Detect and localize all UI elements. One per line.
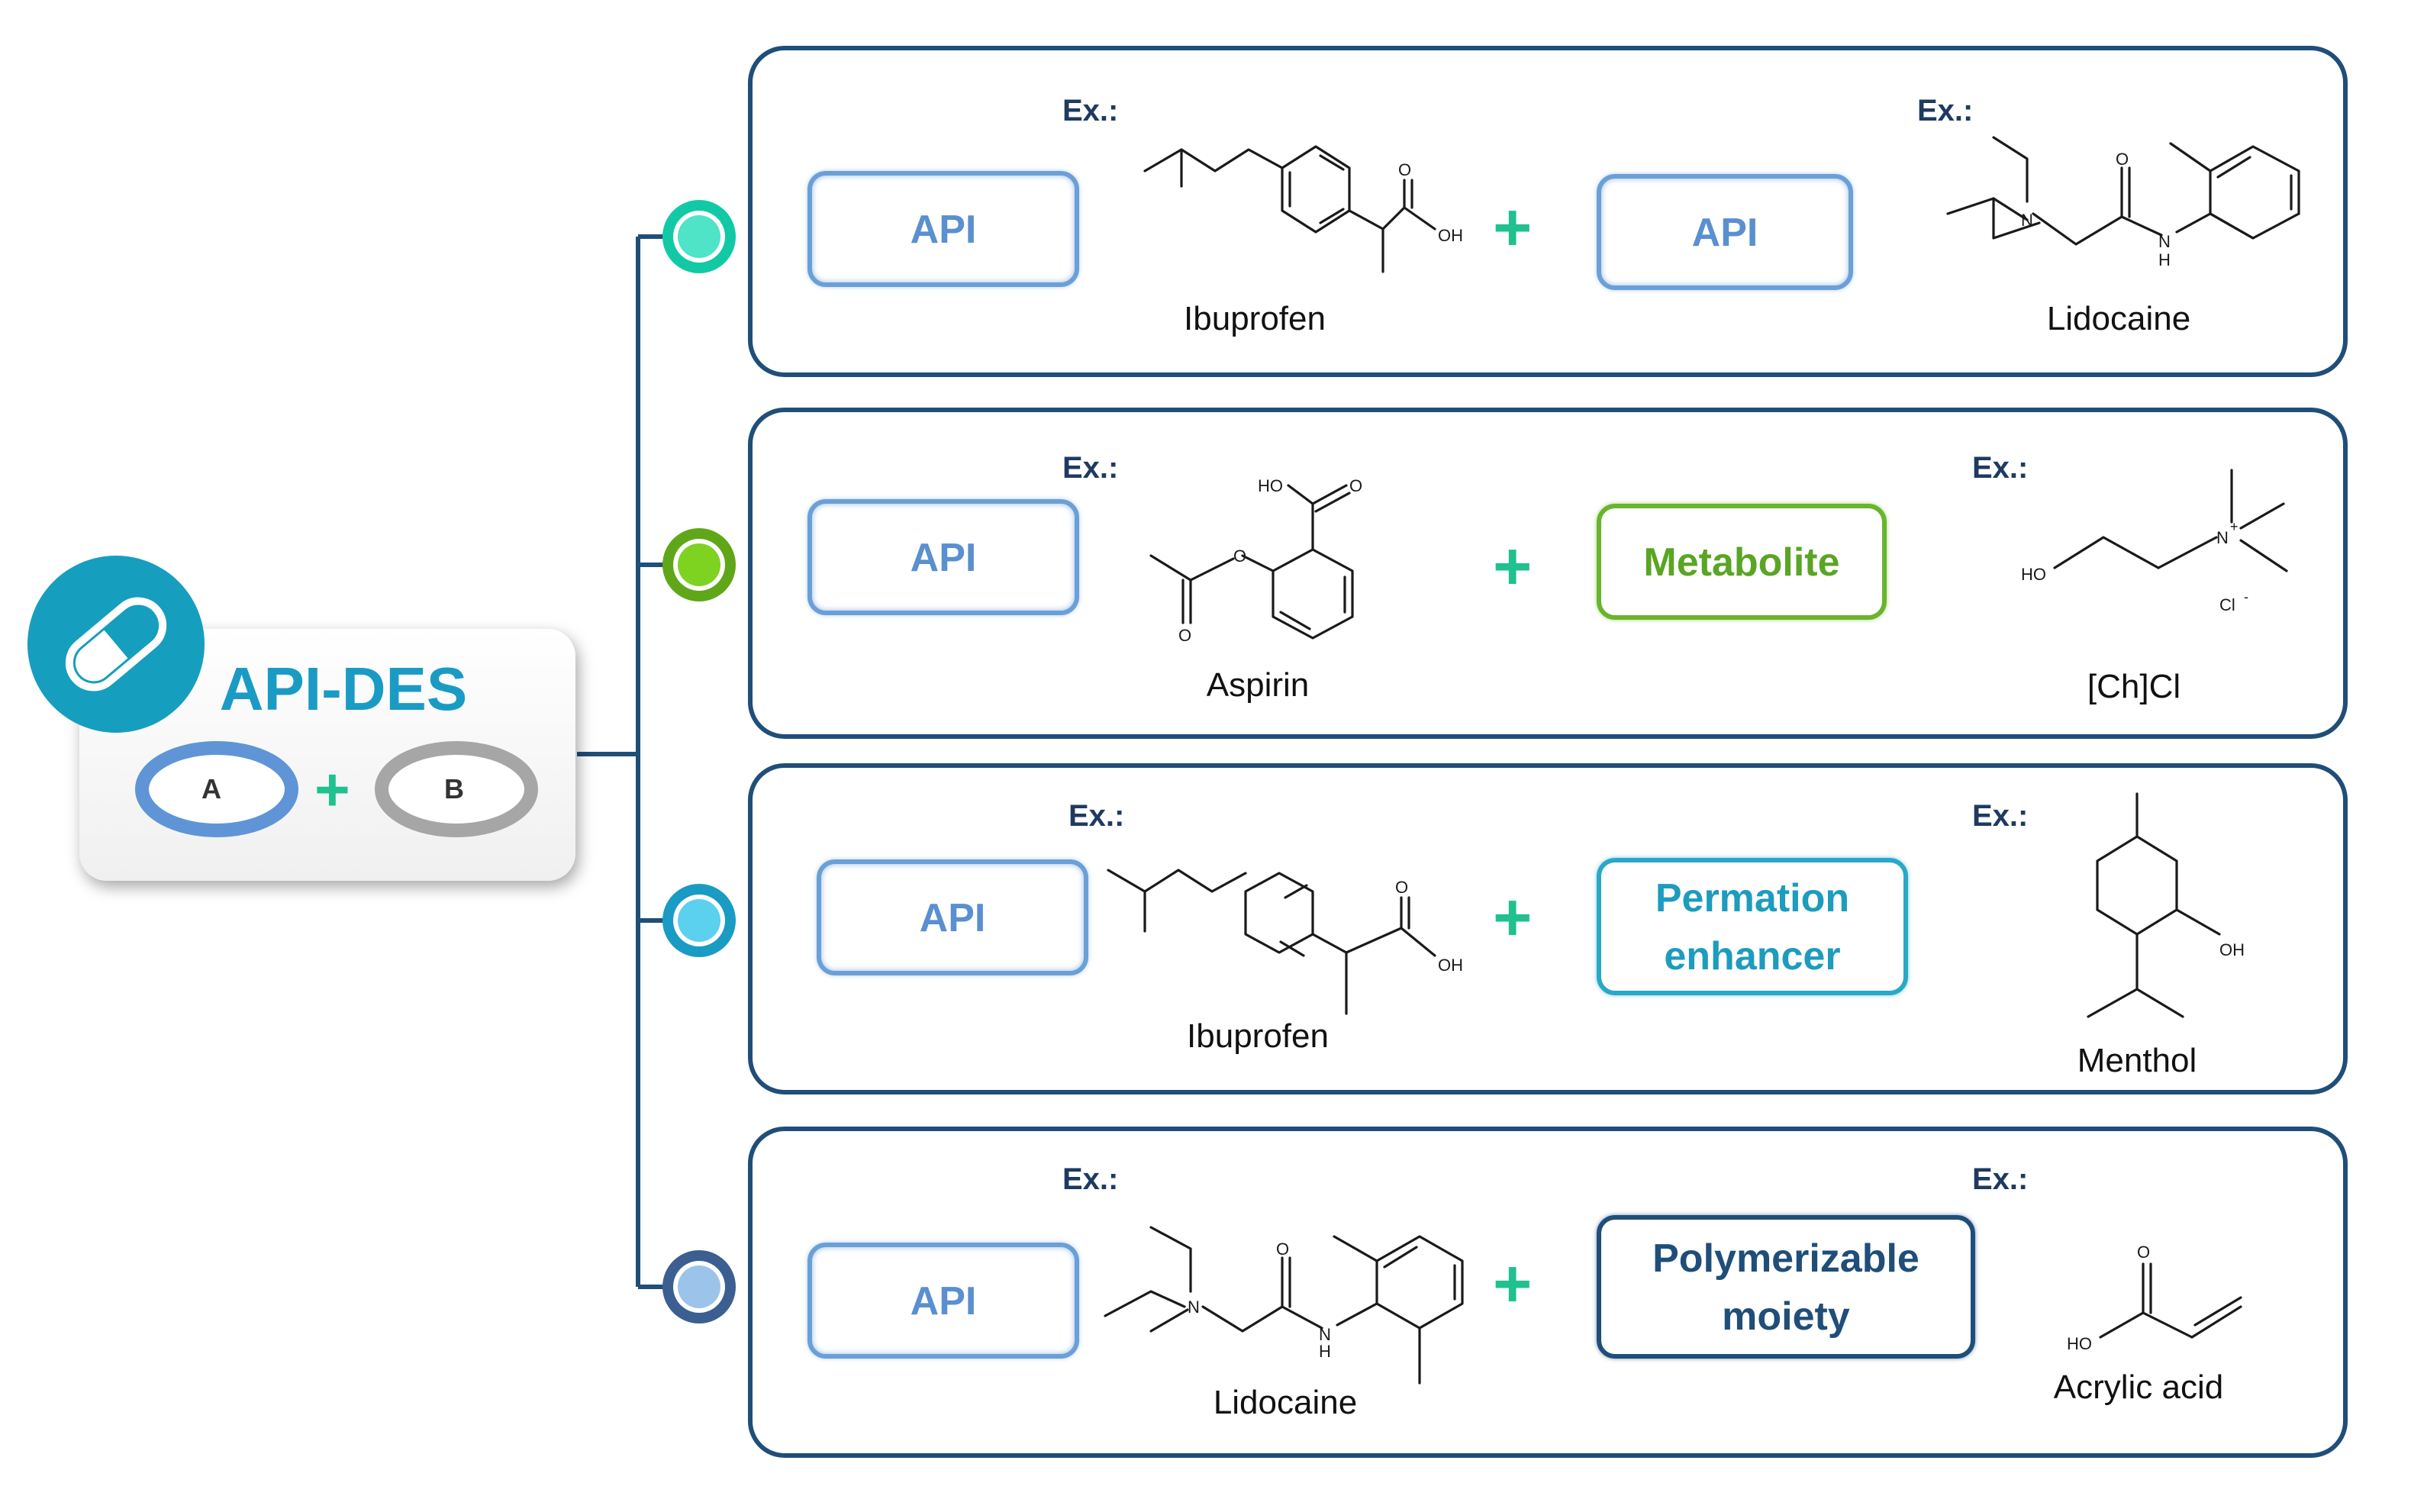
molecule-name: Ibuprofen (1187, 1017, 1329, 1055)
row-marker-2 (662, 528, 736, 601)
molecule-name: Acrylic acid (2053, 1368, 2224, 1406)
acrylic-acid-structure: HO O (2067, 1243, 2242, 1353)
atom-label: OH (1438, 226, 1463, 245)
api-box: API (1597, 174, 1853, 290)
marker-dot-1 (678, 215, 720, 258)
lidocaine-structure: N O N H (1104, 1226, 1464, 1385)
atom-label: Cl (2219, 595, 2235, 614)
marker-dot-3 (678, 899, 720, 942)
plus-sign: + (1493, 530, 1533, 604)
ibuprofen-structure: O OH (1107, 869, 1463, 1015)
ex-label: Ex.: (1972, 1163, 2029, 1197)
permation-enhancer-box-label: Permation enhancer (1655, 875, 1850, 978)
api-box: API (807, 1243, 1079, 1359)
molecule-name: Lidocaine (2046, 299, 2191, 337)
polymerizable-moiety-box: Polymerizable moiety (1597, 1215, 1975, 1359)
lidocaine-methyl (2244, 211, 2305, 287)
atom-label: N (1188, 1298, 1200, 1317)
atom-label: N (2021, 211, 2033, 230)
atom-label: HO (2067, 1334, 2092, 1353)
api-box-label: API (910, 1278, 977, 1323)
api-box-label: API (1691, 209, 1758, 255)
permation-enhancer-box: Permation enhancer (1597, 858, 1908, 995)
ex-label: Ex.: (1972, 452, 2029, 485)
atom-label: N (2216, 528, 2229, 547)
api-box-label: API (919, 895, 986, 940)
atom-label: N (1319, 1325, 1331, 1344)
plus-sign: + (1493, 881, 1533, 956)
molecule-name: Menthol (2077, 1041, 2197, 1079)
api-box: API (807, 499, 1079, 615)
atom-label: O (1398, 160, 1411, 179)
plus-sign: + (1493, 191, 1533, 266)
row-panel-4 (748, 1127, 2348, 1458)
atom-label: O (2137, 1243, 2150, 1262)
ex-label: Ex.: (1062, 452, 1119, 485)
row-panel-2 (748, 408, 2348, 739)
marker-dot-2 (678, 543, 720, 586)
marker-dot-4 (678, 1265, 720, 1308)
atom-label: O (1395, 878, 1408, 897)
ex-label: Ex.: (1917, 95, 1974, 128)
api-box-label: API (910, 534, 977, 580)
metabolite-box-label: Metabolite (1643, 539, 1840, 585)
atom-label: OH (2219, 940, 2245, 959)
api-box: API (807, 171, 1079, 287)
row-panel-3 (748, 763, 2348, 1095)
molecule-name: Aspirin (1206, 666, 1310, 704)
component-ellipses (135, 741, 538, 837)
ex-label: Ex.: (1062, 95, 1119, 128)
polymerizable-moiety-box-label: Polymerizable moiety (1652, 1235, 1919, 1339)
atom-label: H (1319, 1342, 1331, 1361)
row-marker-3 (662, 884, 736, 957)
atom-label: H (2158, 250, 2171, 269)
ex-label: Ex.: (1972, 800, 2029, 833)
hub-title: API-DES (219, 656, 468, 724)
atom-label: O (1349, 476, 1362, 495)
metabolite-box: Metabolite (1597, 504, 1887, 620)
atom-label: HO (2021, 565, 2046, 584)
choline-chloride-structure: HO N + Cl - (2021, 469, 2288, 614)
plus-sign: + (1493, 1247, 1533, 1322)
row-marker-4 (662, 1250, 736, 1323)
atom-label: O (2116, 150, 2129, 169)
ibuprofen-structure: O OH (1143, 145, 1463, 273)
hub-plus: + (314, 757, 350, 824)
atom-label: HO (1258, 476, 1283, 495)
row-marker-1 (662, 200, 736, 273)
row-panel-1 (748, 46, 2348, 377)
molecule-name: [Ch]Cl (2087, 667, 2181, 705)
atom-label: O (1178, 626, 1191, 645)
ex-label: Ex.: (1069, 800, 1125, 833)
component-a-label: A (201, 774, 221, 804)
component-b-label: B (444, 774, 464, 804)
molecule-name: Lidocaine (1213, 1383, 1358, 1421)
lidocaine-structure: N O N H (1946, 136, 2300, 269)
api-box-label: API (910, 206, 977, 252)
api-box: API (817, 859, 1088, 975)
menthol-structure: OH (2087, 792, 2245, 1018)
atom-label: N (2158, 232, 2171, 251)
aspirin-structure: HO O O O (1149, 476, 1362, 645)
atom-label: O (1276, 1240, 1289, 1259)
atom-label: - (2244, 589, 2248, 604)
atom-label: + (2230, 519, 2239, 534)
atom-label: O (1233, 546, 1246, 566)
capsule-icon (27, 556, 205, 733)
ex-label: Ex.: (1062, 1163, 1119, 1197)
molecule-name: Ibuprofen (1184, 299, 1326, 337)
atom-label: OH (1438, 956, 1463, 975)
